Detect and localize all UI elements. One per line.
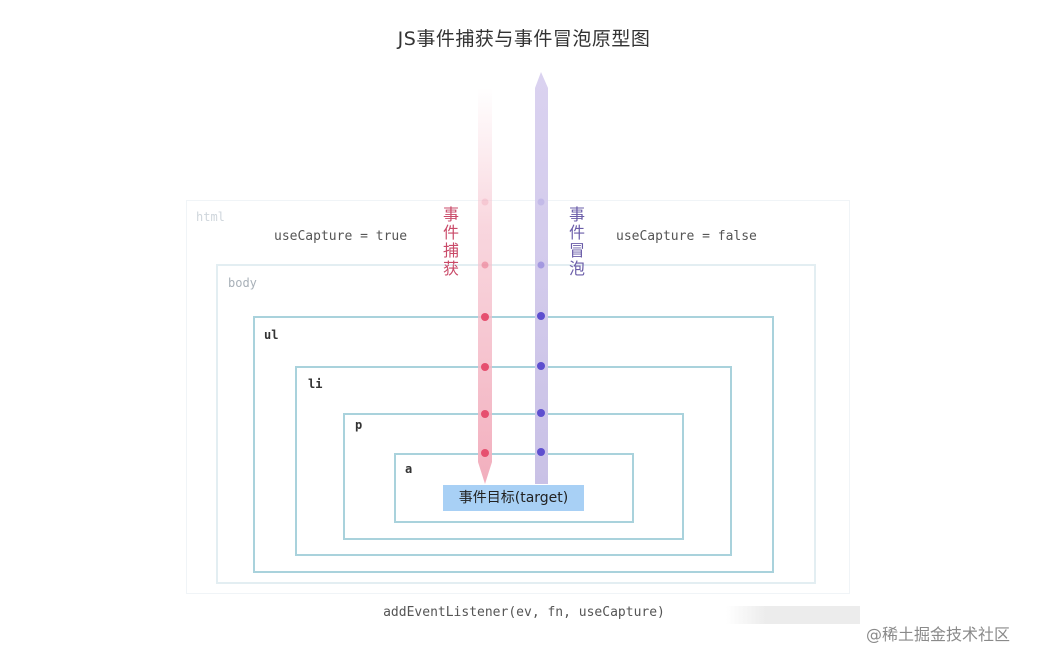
event-target-label: 事件目标(target): [443, 485, 584, 511]
body-layer-box: [216, 264, 816, 584]
watermark-fade-bar: [726, 606, 860, 624]
capture-dot-a: [481, 449, 489, 457]
p-layer-box: [343, 413, 684, 540]
html-layer-box: [186, 200, 850, 594]
capture-phase-label: 事 件 捕 获: [442, 205, 459, 278]
capture-dot-body: [481, 261, 489, 269]
capture-dot-li: [481, 363, 489, 371]
diagram-title: JS事件捕获与事件冒泡原型图: [397, 28, 651, 50]
p-layer-label: p: [355, 418, 363, 432]
bubble-dot-ul: [537, 312, 545, 320]
capture-arrow: [478, 88, 492, 484]
capture-dot-p: [481, 410, 489, 418]
use-capture-true-label: useCapture = true: [274, 229, 408, 244]
bubble-arrow: [535, 72, 548, 484]
watermark-text: @稀土掘金技术社区: [866, 625, 1011, 644]
ul-layer-label: ul: [264, 328, 279, 342]
a-layer-box: [394, 453, 634, 523]
bubble-dot-p: [537, 409, 545, 417]
add-event-listener-signature: addEventListener(ev, fn, useCapture): [383, 605, 665, 620]
a-layer-label: a: [405, 462, 413, 476]
bubble-phase-label: 事 件 冒 泡: [568, 205, 585, 278]
bubble-dot-html: [537, 198, 545, 206]
li-layer-label: li: [308, 377, 323, 391]
bubble-dot-body: [537, 261, 545, 269]
use-capture-false-label: useCapture = false: [616, 229, 757, 244]
body-layer-label: body: [228, 276, 257, 290]
capture-dot-html: [481, 198, 489, 206]
li-layer-box: [295, 366, 732, 556]
ul-layer-box: [253, 316, 774, 573]
capture-dot-ul: [481, 313, 489, 321]
html-layer-label: html: [196, 210, 225, 224]
bubble-dot-a: [537, 448, 545, 456]
bubble-dot-li: [537, 362, 545, 370]
